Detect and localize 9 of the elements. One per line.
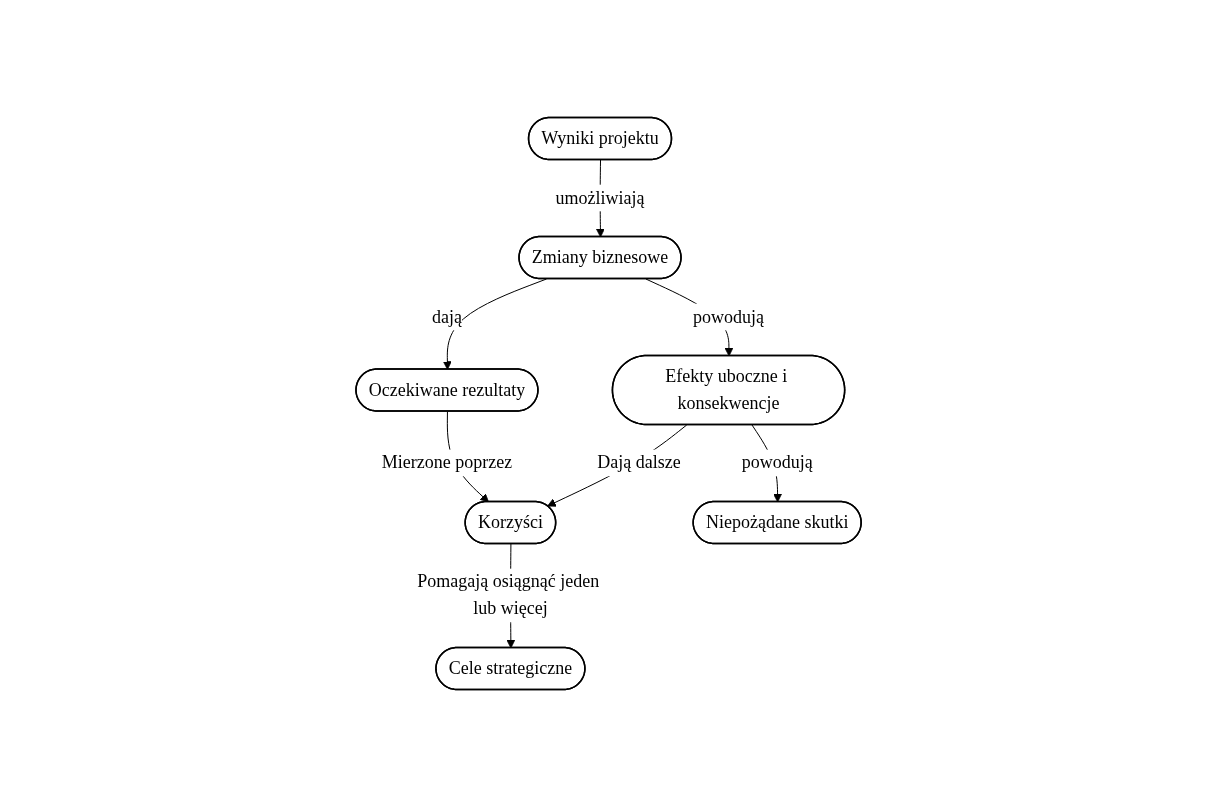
edge-label: Mierzone poprzez (381, 452, 513, 473)
arrow (547, 424, 688, 507)
edge-label: Pomagają osiągnąć jeden lub więcej (417, 571, 600, 619)
edge-label: dają (431, 306, 462, 327)
edge-label: powodują (692, 306, 764, 327)
edge-label: Dają dalsze (597, 452, 681, 473)
edge-label: powodują (741, 452, 813, 473)
edge-label: umożliwiają (555, 187, 645, 208)
arrow (442, 278, 547, 370)
